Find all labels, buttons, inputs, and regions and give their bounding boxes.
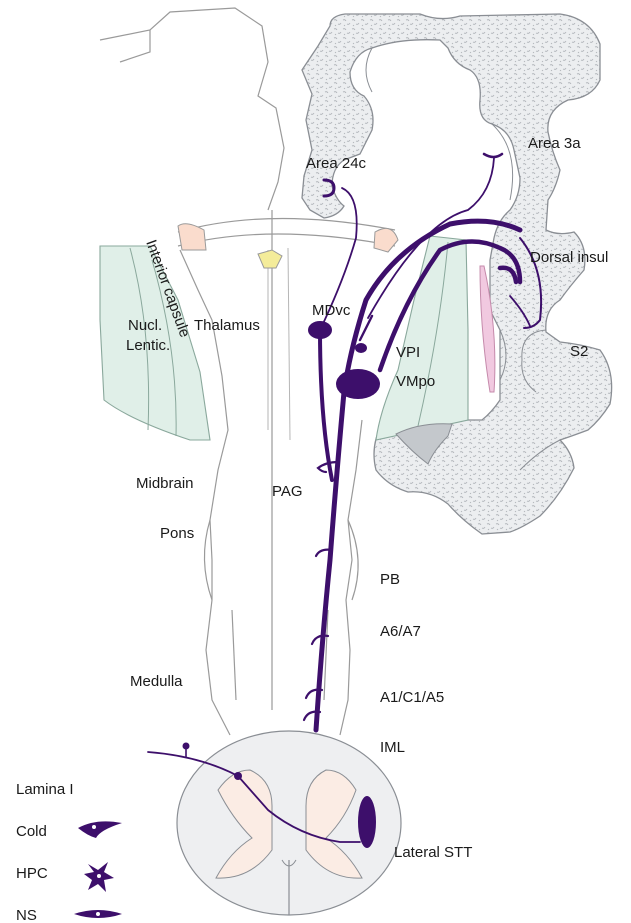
label-pb: PB xyxy=(380,571,400,588)
fusiform-cell-icon xyxy=(78,821,122,838)
label-medulla: Medulla xyxy=(130,673,183,690)
label-pag: PAG xyxy=(272,483,303,500)
label-lateral-stt: Lateral STT xyxy=(394,844,472,861)
label-lentic: Lentic. xyxy=(126,337,170,354)
label-vmpo: VMpo xyxy=(396,373,435,390)
label-a1-c1-a5: A1/C1/A5 xyxy=(380,689,444,706)
legend-item-cold: Cold xyxy=(16,823,47,840)
multipolar-cell-icon xyxy=(84,862,114,892)
label-area-24c: Area 24c xyxy=(306,155,367,172)
trunk-to-mdvc xyxy=(320,330,332,480)
label-mdvc: MDvc xyxy=(312,302,351,319)
lamina-i-cell xyxy=(234,772,242,780)
spindle-cell-icon xyxy=(74,910,122,918)
label-vpi: VPI xyxy=(396,344,420,361)
lateral-stt-bundle xyxy=(358,796,376,848)
legend: Lamina I Cold HPC NS xyxy=(16,781,122,923)
vmpo-nucleus xyxy=(336,369,380,399)
legend-title: Lamina I xyxy=(16,781,74,798)
label-dorsal-insula: Dorsal insul xyxy=(530,249,608,266)
medial-hemisphere-outline xyxy=(100,8,284,210)
label-thalamus: Thalamus xyxy=(194,317,260,334)
label-pons: Pons xyxy=(160,525,194,542)
label-area-3a: Area 3a xyxy=(528,135,581,152)
medulla-inner xyxy=(232,610,236,700)
label-nucl: Nucl. xyxy=(128,317,162,334)
legend-item-hpc: HPC xyxy=(16,865,48,882)
vpi-nucleus xyxy=(355,343,367,353)
label-a6-a7: A6/A7 xyxy=(380,623,421,640)
legend-item-ns: NS xyxy=(16,907,37,923)
label-midbrain: Midbrain xyxy=(136,475,194,492)
label-iml: IML xyxy=(380,739,405,756)
brainstem-right-outline xyxy=(340,420,362,735)
label-s2: S2 xyxy=(570,343,588,360)
terminal-3a xyxy=(484,154,502,157)
